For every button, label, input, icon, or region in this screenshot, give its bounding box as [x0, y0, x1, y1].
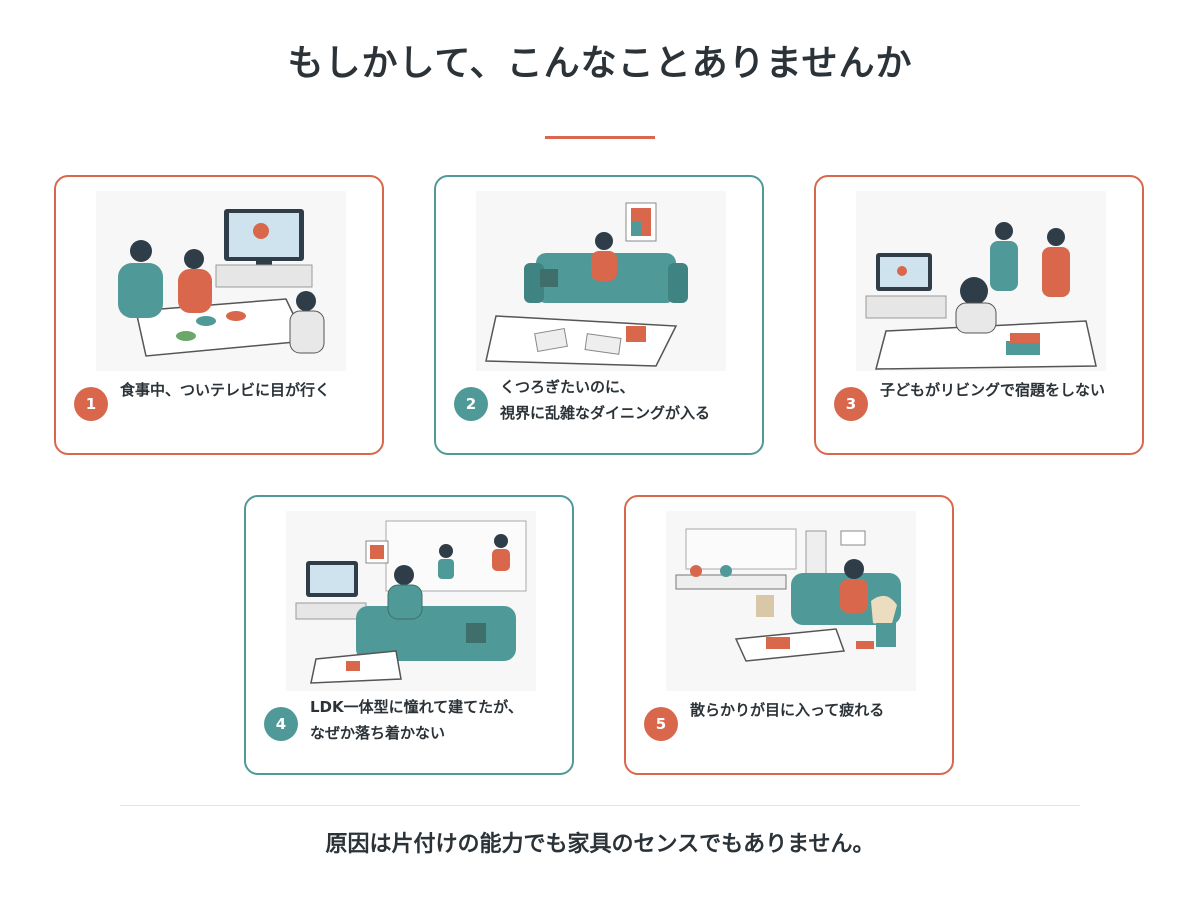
- number-badge: 5: [644, 707, 678, 741]
- footer-message: 原因は片付けの能力でも家具のセンスでもありません。: [325, 832, 875, 857]
- child-homework-living-illustration: [856, 191, 1106, 371]
- open-ldk-living-illustration: [286, 511, 536, 691]
- issue-card-3: 3 子どもがリビングで宿題をしない: [814, 175, 1144, 455]
- card-caption: 子どもがリビングで宿題をしない: [880, 381, 1106, 399]
- title-underline: [545, 136, 655, 139]
- card-caption: くつろぎたいのに、 視界に乱雑なダイニングが入る: [500, 378, 711, 422]
- page-title: もしかして、こんなことありませんか: [287, 43, 913, 84]
- footer-divider: [120, 805, 1080, 806]
- issue-card-2: 2 くつろぎたいのに、 視界に乱雑なダイニングが入る: [434, 175, 764, 455]
- number-badge: 2: [454, 387, 488, 421]
- number-badge: 3: [834, 387, 868, 421]
- issue-card-4: 4 LDK一体型に憧れて建てたが、 なぜか落ち着かない: [244, 495, 574, 775]
- number-badge: 4: [264, 707, 298, 741]
- tired-cluttered-room-illustration: [666, 511, 916, 691]
- relaxing-sofa-cluttered-dining-illustration: [476, 191, 726, 371]
- family-meal-tv-illustration: [96, 191, 346, 371]
- card-caption: LDK一体型に憧れて建てたが、 なぜか落ち着かない: [310, 698, 523, 742]
- card-caption: 食事中、ついテレビに目が行く: [120, 381, 331, 399]
- number-badge: 1: [74, 387, 108, 421]
- card-caption: 散らかりが目に入って疲れる: [690, 701, 885, 719]
- issue-card-5: 5 散らかりが目に入って疲れる: [624, 495, 954, 775]
- issue-card-1: 1 食事中、ついテレビに目が行く: [54, 175, 384, 455]
